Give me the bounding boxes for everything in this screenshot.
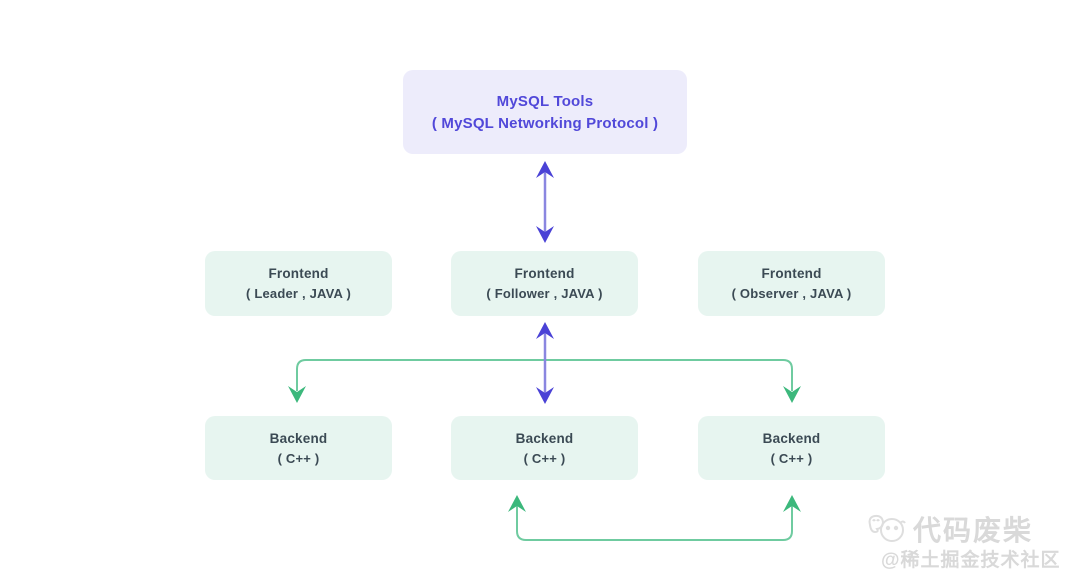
watermark-community-text: @稀土掘金技术社区: [881, 550, 1061, 571]
arrow-tools-frontend: [536, 161, 554, 243]
node-mysql-tools: MySQL Tools ( MySQL Networking Protocol …: [403, 70, 687, 154]
node-frontend-follower: Frontend ( Follower , JAVA ): [451, 251, 638, 316]
connector-backend-link: [508, 495, 801, 541]
node-backend-right-subtitle: ( C++ ): [770, 450, 813, 466]
node-frontend-leader-subtitle: ( Leader , JAVA ): [245, 286, 351, 301]
node-backend-left-subtitle: ( C++ ): [277, 450, 320, 466]
node-backend-right-title: Backend: [762, 430, 821, 446]
node-backend-middle: Backend ( C++ ): [451, 416, 638, 480]
watermark-cat-icon: [868, 514, 906, 542]
node-mysql-tools-subtitle: ( MySQL Networking Protocol ): [431, 114, 659, 132]
node-mysql-tools-title: MySQL Tools: [496, 92, 594, 110]
node-backend-right: Backend ( C++ ): [698, 416, 885, 480]
connector-frontend-fanout: [288, 359, 801, 403]
node-frontend-follower-subtitle: ( Follower , JAVA ): [486, 286, 603, 301]
node-backend-left: Backend ( C++ ): [205, 416, 392, 480]
node-backend-middle-subtitle: ( C++ ): [523, 450, 566, 466]
watermark: 代码废柴 @稀土掘金技术社区: [867, 507, 1072, 579]
node-backend-middle-title: Backend: [515, 430, 574, 446]
node-frontend-follower-title: Frontend: [514, 266, 575, 281]
node-frontend-observer: Frontend ( Observer , JAVA ): [698, 251, 885, 316]
node-frontend-observer-title: Frontend: [761, 266, 822, 281]
node-frontend-leader-title: Frontend: [268, 266, 329, 281]
arrow-frontend-backend: [536, 322, 554, 404]
watermark-brand-text: 代码废柴: [913, 515, 1034, 546]
node-backend-left-title: Backend: [269, 430, 328, 446]
node-frontend-leader: Frontend ( Leader , JAVA ): [205, 251, 392, 316]
node-frontend-observer-subtitle: ( Observer , JAVA ): [731, 286, 852, 301]
